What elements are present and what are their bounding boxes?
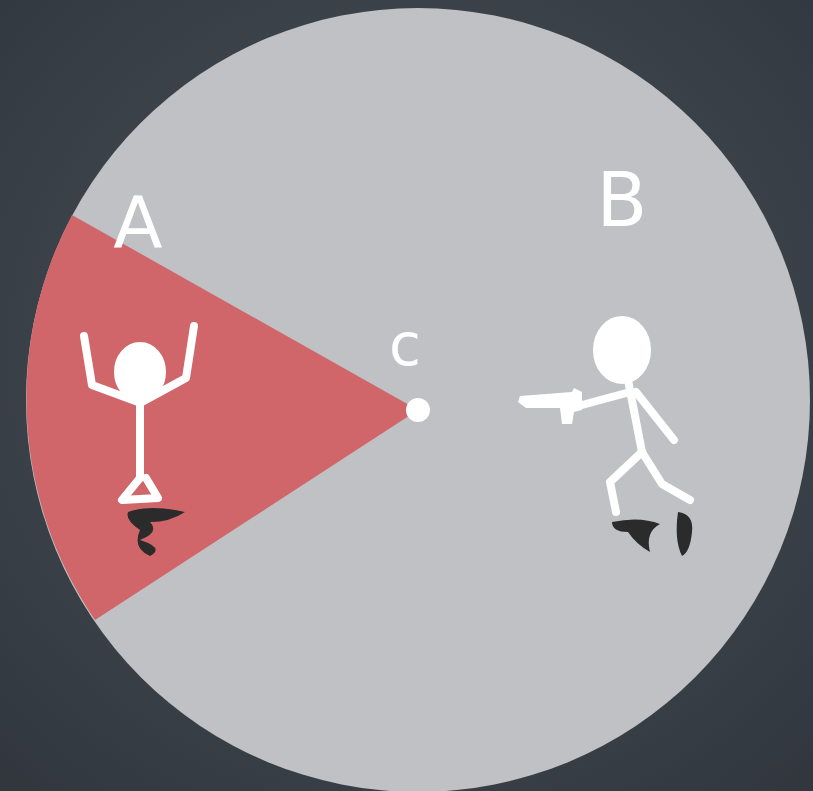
figure-b bbox=[582, 320, 690, 512]
shadow-b-left bbox=[612, 519, 660, 552]
grey-disc bbox=[26, 8, 810, 791]
gun bbox=[518, 388, 582, 424]
point-label: c bbox=[389, 316, 421, 374]
point-label: B bbox=[597, 163, 648, 237]
shadow-b-right bbox=[677, 512, 693, 556]
shadow-a bbox=[128, 508, 186, 556]
point-c bbox=[406, 398, 430, 422]
point-label: A bbox=[113, 186, 162, 258]
red-wedge bbox=[26, 215, 418, 620]
figure-a bbox=[84, 326, 194, 500]
